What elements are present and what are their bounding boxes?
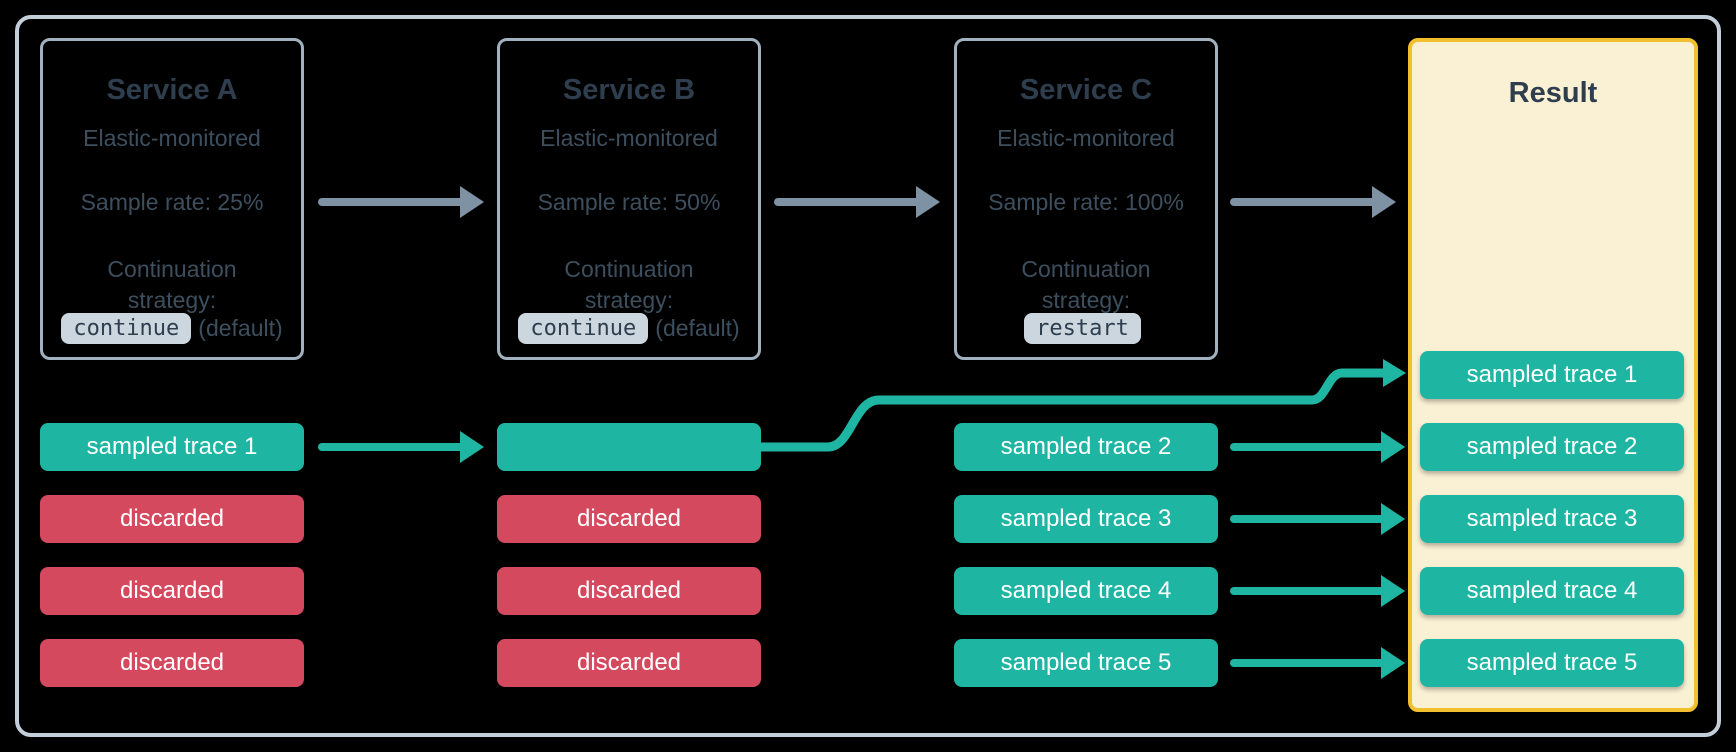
result-trace-3: sampled trace 3: [1420, 495, 1684, 543]
arrow-shaft: [1230, 198, 1376, 206]
service-a-continuation-label: Continuation strategy:: [107, 256, 237, 313]
service-c-strategy-row: restart: [957, 313, 1215, 344]
service-c-title: Service C: [1019, 74, 1153, 106]
trace-box-b-sampled-blank: [497, 423, 761, 471]
arrow-service-a-to-b: [318, 186, 484, 218]
arrow-head-icon: [1383, 359, 1406, 387]
service-b-monitoring: Elastic-monitored: [540, 125, 718, 151]
arrow-shaft: [318, 443, 464, 451]
service-a-box: Service A Elastic-monitored Sample rate:…: [40, 38, 304, 360]
arrow-shaft: [1230, 587, 1385, 595]
diagram-outer-frame: [15, 15, 1721, 737]
trace-box-a-sampled-1: sampled trace 1: [40, 423, 304, 471]
trace-box-c-sampled-5: sampled trace 5: [954, 639, 1218, 687]
arrow-trace3-c-to-result: [1230, 503, 1405, 535]
arrow-head-icon: [460, 186, 484, 218]
arrow-head-icon: [1381, 647, 1405, 679]
result-trace-5: sampled trace 5: [1420, 639, 1684, 687]
arrow-head-icon: [1381, 575, 1405, 607]
service-c-box: Service C Elastic-monitored Sample rate:…: [954, 38, 1218, 360]
arrow-head-icon: [1372, 186, 1396, 218]
trace-box-b-discarded-1: discarded: [497, 495, 761, 543]
arrow-service-c-to-result: [1230, 186, 1396, 218]
service-b-box: Service B Elastic-monitored Sample rate:…: [497, 38, 761, 360]
service-c-continuation-label: Continuation strategy:: [1021, 256, 1151, 313]
trace-box-a-discarded-3: discarded: [40, 639, 304, 687]
service-c-strategy-pill: restart: [1024, 313, 1141, 344]
arrow-shaft: [1230, 659, 1385, 667]
arrow-shaft: [318, 198, 464, 206]
arrow-head-icon: [1381, 503, 1405, 535]
trace-box-a-discarded-1: discarded: [40, 495, 304, 543]
service-b-title: Service B: [562, 74, 696, 106]
arrow-trace1-a-to-b: [318, 431, 484, 463]
trace-box-c-sampled-4: sampled trace 4: [954, 567, 1218, 615]
arrow-shaft: [1230, 515, 1385, 523]
result-title: Result: [1508, 77, 1598, 109]
trace-box-c-sampled-3: sampled trace 3: [954, 495, 1218, 543]
service-a-strategy-pill: continue: [61, 313, 192, 344]
service-c-monitoring: Elastic-monitored: [997, 125, 1175, 151]
service-a-strategy-note: (default): [198, 315, 283, 341]
arrow-head-icon: [460, 431, 484, 463]
service-a-title: Service A: [106, 74, 238, 106]
trace-box-c-sampled-2: sampled trace 2: [954, 423, 1218, 471]
trace-box-b-discarded-2: discarded: [497, 567, 761, 615]
service-b-strategy-pill: continue: [518, 313, 649, 344]
service-b-strategy-row: continue(default): [500, 313, 758, 344]
curve-path: [755, 368, 1388, 452]
result-trace-4: sampled trace 4: [1420, 567, 1684, 615]
arrow-head-icon: [1381, 431, 1405, 463]
arrow-service-b-to-c: [774, 186, 940, 218]
arrow-trace4-c-to-result: [1230, 575, 1405, 607]
trace-box-a-discarded-2: discarded: [40, 567, 304, 615]
service-b-sample-rate: Sample rate: 50%: [537, 189, 721, 215]
service-b-strategy-note: (default): [655, 315, 740, 341]
service-b-continuation-label: Continuation strategy:: [564, 256, 694, 313]
arrow-shaft: [1230, 443, 1385, 451]
arrow-head-icon: [916, 186, 940, 218]
trace-box-b-discarded-3: discarded: [497, 639, 761, 687]
result-trace-1: sampled trace 1: [1420, 351, 1684, 399]
arrow-trace1-b-to-result-curve: [755, 359, 1406, 452]
arrow-shaft: [774, 198, 920, 206]
arrow-trace2-c-to-result: [1230, 431, 1405, 463]
service-a-sample-rate: Sample rate: 25%: [80, 189, 264, 215]
result-trace-2: sampled trace 2: [1420, 423, 1684, 471]
arrow-trace5-c-to-result: [1230, 647, 1405, 679]
service-a-monitoring: Elastic-monitored: [83, 125, 261, 151]
service-a-strategy-row: continue(default): [43, 313, 301, 344]
service-c-sample-rate: Sample rate: 100%: [988, 189, 1184, 215]
